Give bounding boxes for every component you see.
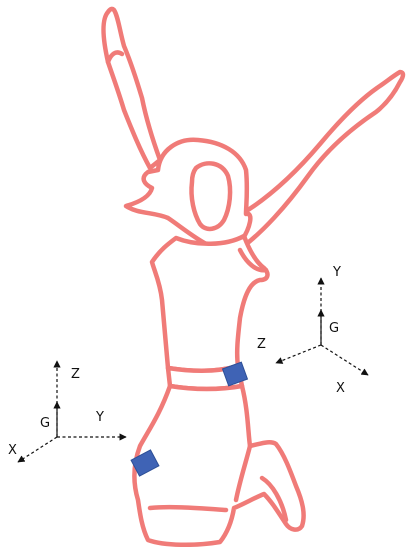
leg-fold-line-3 <box>150 507 226 510</box>
left-y-label: Y <box>95 410 104 425</box>
right-z-label: Z <box>257 337 266 352</box>
right-z-axis <box>276 345 321 363</box>
right-coordinate-frame: Y G Z X <box>257 265 368 396</box>
left-z-label: Z <box>71 367 80 382</box>
left-x-axis <box>18 437 57 462</box>
legs-outline <box>134 386 303 545</box>
left-coordinate-frame: Z G Y X <box>8 361 126 462</box>
left-arm-outline <box>103 9 160 168</box>
left-x-label: X <box>8 443 17 458</box>
right-x-label: X <box>336 381 345 396</box>
right-y-label: Y <box>332 265 341 280</box>
torso-outline <box>152 236 267 371</box>
right-arm-outline <box>240 72 403 245</box>
right-g-label: G <box>329 321 339 336</box>
left-g-label: G <box>40 416 50 431</box>
face-outline <box>191 163 230 229</box>
right-x-axis <box>321 345 368 375</box>
